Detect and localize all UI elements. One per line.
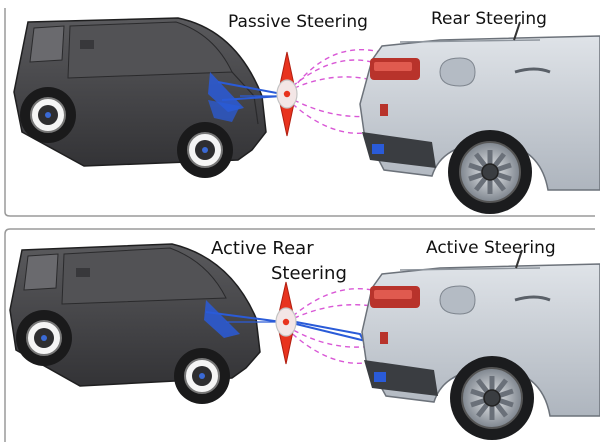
trailer-icon — [13, 17, 267, 178]
panel-frame-top — [4, 8, 595, 217]
label-active-rear: Active Rear — [211, 238, 314, 259]
label-rear-steering: Rear Steering — [431, 9, 547, 29]
panel-bottom — [9, 243, 600, 440]
panel-top — [13, 17, 600, 214]
label-passive-steering: Passive Steering — [228, 12, 368, 32]
active-steering-paths — [285, 288, 373, 364]
panel-frame-bottom — [4, 228, 595, 442]
pickup-truck-icon — [359, 21, 600, 214]
label-active-steering: Active Steering — [426, 238, 556, 258]
hitch-icon — [275, 281, 297, 365]
hitch-icon — [276, 51, 298, 137]
label-steering: Steering — [271, 263, 347, 284]
trailer-icon — [9, 243, 261, 404]
pickup-truck-icon — [361, 249, 600, 440]
tow-arrows — [217, 81, 283, 101]
